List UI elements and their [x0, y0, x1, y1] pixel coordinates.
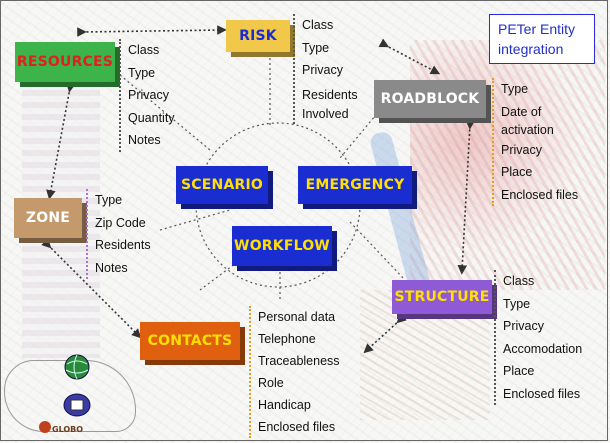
- contacts-attributes: Personal data Telephone Traceableness Ro…: [249, 306, 340, 438]
- attr-item: Type: [128, 65, 156, 80]
- structure-node[interactable]: STRUCTURE: [392, 280, 492, 314]
- attr-item: Notes: [95, 260, 128, 275]
- satellite-icon: [63, 393, 91, 417]
- attr-item: Privacy: [503, 319, 544, 333]
- zone-node[interactable]: ZONE: [14, 198, 82, 238]
- attr-item: activation: [501, 122, 554, 137]
- attr-item: Personal data: [258, 310, 336, 324]
- attr-item: Date of: [501, 104, 542, 119]
- attr-item: Privacy: [501, 142, 542, 157]
- attr-item: Enclosed files: [503, 386, 581, 401]
- structure-attributes: Class Type Privacy Accomodation Place En…: [494, 270, 582, 405]
- attr-item: Traceableness: [258, 354, 340, 368]
- attr-item: Residents: [302, 87, 358, 102]
- workflow-node[interactable]: WORKFLOW: [232, 226, 332, 266]
- attr-item: Zip Code: [95, 215, 146, 230]
- emergency-node[interactable]: EMERGENCY: [298, 166, 412, 204]
- link-resources-risk: [77, 25, 227, 37]
- zone-attributes: Type Zip Code Residents Notes: [86, 189, 151, 279]
- attr-item: Enclosed files: [501, 187, 579, 202]
- attr-item: Place: [503, 364, 535, 378]
- attr-item: Accomodation: [503, 341, 583, 356]
- attr-item: Class: [503, 274, 535, 288]
- link-structure-map: [363, 313, 407, 354]
- globo-logo-text: GLOBO: [52, 425, 84, 434]
- roadblock-attributes: Type Date of activation Privacy Place En…: [492, 78, 578, 206]
- resources-attributes: Class Type Privacy Quantity Notes: [119, 39, 175, 152]
- attr-item: Type: [302, 40, 330, 55]
- attr-item: Class: [302, 18, 334, 32]
- attr-item: Telephone: [258, 332, 316, 346]
- scenario-node[interactable]: SCENARIO: [176, 166, 268, 204]
- risk-attributes: Class Type Privacy Residents Involved: [293, 14, 358, 124]
- attr-item: Enclosed files: [258, 420, 336, 434]
- attr-item: Type: [501, 82, 529, 96]
- globe-icon: [64, 354, 90, 380]
- attr-item: Type: [503, 296, 531, 311]
- contacts-node[interactable]: CONTACTS: [140, 322, 240, 360]
- attr-item: Role: [258, 376, 284, 390]
- attr-item: Type: [95, 193, 123, 207]
- link-zone-contacts: [41, 238, 142, 339]
- peter-entity-title: PETer Entity integration: [489, 14, 595, 64]
- attr-item: Handicap: [258, 398, 311, 412]
- attr-item: Involved: [302, 106, 349, 121]
- attr-item: Privacy: [302, 63, 343, 77]
- attr-item: Residents: [95, 238, 151, 252]
- roadblock-node[interactable]: ROADBLOCK: [374, 80, 486, 118]
- globo-logo-icon: [39, 421, 51, 433]
- resources-node[interactable]: RESOURCES: [15, 42, 115, 82]
- link-roadblock-structure: [457, 119, 476, 275]
- link-resources-zone: [46, 82, 76, 200]
- attr-item: Class: [128, 43, 160, 57]
- attr-item: Notes: [128, 133, 161, 147]
- attr-item: Place: [501, 165, 533, 179]
- risk-node[interactable]: RISK: [226, 20, 290, 52]
- attr-item: Privacy: [128, 88, 169, 102]
- attr-item: Quantity: [128, 110, 175, 125]
- link-risk-roadblock: [378, 38, 441, 75]
